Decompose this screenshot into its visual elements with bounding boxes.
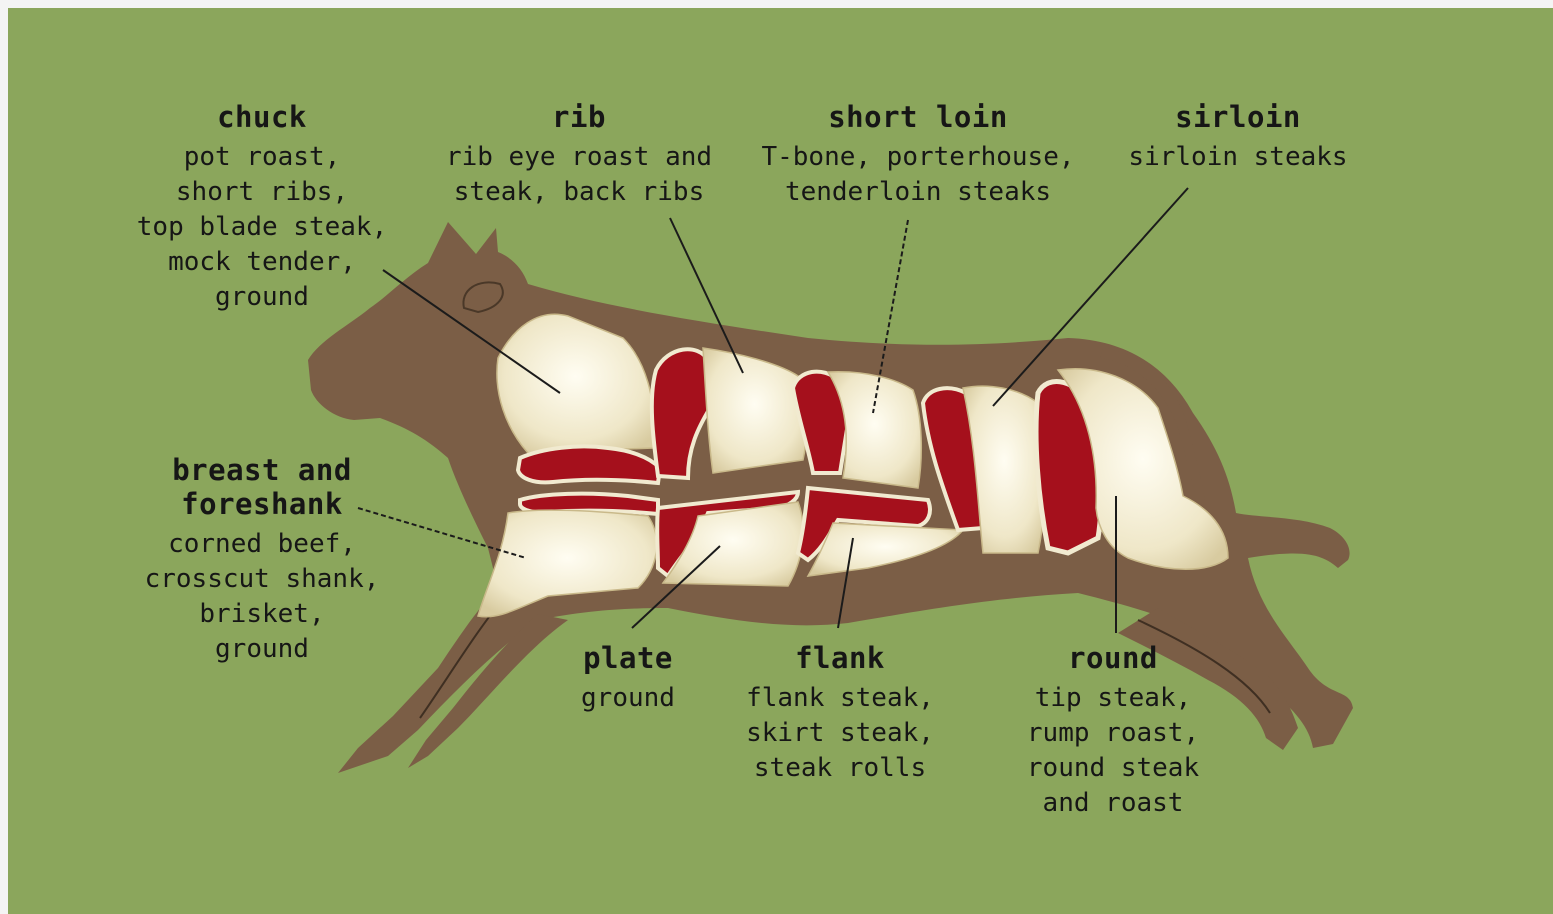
- cut-name-sirloin: sirloin: [1118, 100, 1358, 134]
- cut-uses-rib: rib eye roast and steak, back ribs: [440, 140, 718, 210]
- label-chuck: chuck pot roast, short ribs, top blade s…: [128, 100, 396, 315]
- label-plate: plate ground: [563, 641, 693, 716]
- cut-uses-breast-foreshank: corned beef, crosscut shank, brisket, gr…: [133, 527, 391, 667]
- cut-uses-plate: ground: [563, 681, 693, 716]
- cut-uses-sirloin: sirloin steaks: [1118, 140, 1358, 175]
- cut-name-short-loin: short loin: [753, 100, 1083, 134]
- diagram-panel: chuck pot roast, short ribs, top blade s…: [8, 8, 1553, 914]
- label-rib: rib rib eye roast and steak, back ribs: [440, 100, 718, 210]
- cut-name-flank: flank: [730, 641, 950, 675]
- cut-uses-chuck: pot roast, short ribs, top blade steak, …: [128, 140, 396, 315]
- label-breast-foreshank: breast and foreshank corned beef, crossc…: [133, 453, 391, 667]
- cut-uses-short-loin: T-bone, porterhouse, tenderloin steaks: [753, 140, 1083, 210]
- label-round: round tip steak, rump roast, round steak…: [1008, 641, 1218, 821]
- cut-name-round: round: [1008, 641, 1218, 675]
- cut-name-plate: plate: [563, 641, 693, 675]
- cut-uses-flank: flank steak, skirt steak, steak rolls: [730, 681, 950, 786]
- label-short-loin: short loin T-bone, porterhouse, tenderlo…: [753, 100, 1083, 210]
- cut-name-chuck: chuck: [128, 100, 396, 134]
- cut-name-breast-foreshank: breast and foreshank: [133, 453, 391, 521]
- cut-name-rib: rib: [440, 100, 718, 134]
- label-sirloin: sirloin sirloin steaks: [1118, 100, 1358, 175]
- label-flank: flank flank steak, skirt steak, steak ro…: [730, 641, 950, 786]
- cut-uses-round: tip steak, rump roast, round steak and r…: [1008, 681, 1218, 821]
